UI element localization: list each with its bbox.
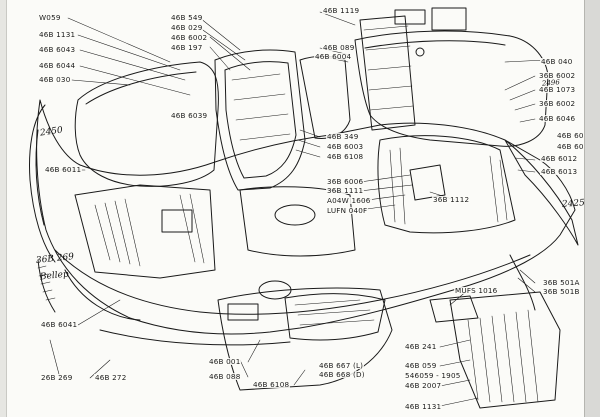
rear-window-frame xyxy=(359,15,416,131)
cockpit-hatch xyxy=(389,147,508,225)
label-46b6041: 46B 6041 xyxy=(40,320,79,329)
body-lower-sill xyxy=(54,249,531,315)
label-46b6047: 46B 6047 xyxy=(556,142,595,151)
label-46b6003: 46B 6003 xyxy=(326,142,365,151)
label-46b272: 46B 272 xyxy=(94,373,128,382)
rear-window-hatch xyxy=(363,25,414,111)
label-lufn040f: LUFN 040F xyxy=(326,206,369,215)
label-36b501a: 36B 501A xyxy=(542,278,581,287)
scan-frame-left xyxy=(0,0,7,417)
roof-panel xyxy=(354,30,549,147)
rear-quarter-body xyxy=(449,291,561,409)
label-26b269: 26B 269 xyxy=(40,373,74,382)
bonnet-panel xyxy=(74,61,219,187)
roof-grommet xyxy=(415,47,425,57)
door-glass-pane xyxy=(227,303,259,321)
label-46b668: 46B 668 (D) xyxy=(318,370,366,379)
label-46b059: 46B 059 xyxy=(404,361,438,370)
tail-strip xyxy=(504,139,579,246)
label-46b6012: 46B 6012 xyxy=(540,154,579,163)
front-grille xyxy=(37,259,56,313)
door-window xyxy=(284,293,386,341)
label-46b197: 46B 197 xyxy=(170,43,204,52)
label-46b6039: 46B 6039 xyxy=(170,111,209,120)
label-46b1119: 46B 1119 xyxy=(322,6,361,15)
label-46b6043: 46B 6043 xyxy=(38,45,77,54)
label-46b2007: 46B 2007 xyxy=(404,381,443,390)
label-46b6108-b: 46B 6108 xyxy=(252,380,291,389)
side-window xyxy=(299,55,351,139)
roof-inner-line xyxy=(364,40,506,49)
label-46b6045: 46B 6045 xyxy=(556,131,595,140)
label-w059: W059 xyxy=(38,13,62,22)
scan-frame-right xyxy=(584,0,600,417)
tunnel-hole xyxy=(274,204,316,226)
label-36b1111: 36B 1111 xyxy=(326,186,365,195)
bonnet-edge xyxy=(85,71,197,105)
label-46b088: 46B 088 xyxy=(208,372,242,381)
label-36b6006: 36B 6006 xyxy=(326,177,365,186)
body-rocker xyxy=(99,329,291,346)
windscreen-inner xyxy=(224,61,297,179)
label-46b030: 46B 030 xyxy=(38,75,72,84)
front-grille-hatch xyxy=(37,265,56,301)
engine-bay-hatch xyxy=(94,193,205,267)
label-36b6002-b: 36B 6002 xyxy=(538,99,577,108)
label-a04w1606: A04W 1606 xyxy=(326,196,372,205)
label-46b6004: 46B 6004 xyxy=(314,52,353,61)
engine-bay xyxy=(74,184,216,279)
seat-shape xyxy=(409,164,446,201)
handwritten-2425: 2425 xyxy=(561,198,586,210)
label-46b089: 46B 089 xyxy=(322,43,356,52)
label-46b001: 46B 001 xyxy=(208,357,242,366)
engine-bay-box xyxy=(161,209,193,233)
label-46b029: 46B 029 xyxy=(170,23,204,32)
label-46b349: 46B 349 xyxy=(326,132,360,141)
label-46b6011: 46B 6011 xyxy=(44,165,83,174)
roof-latch-a xyxy=(394,9,426,25)
label-46b667: 46B 667 (L) xyxy=(318,361,365,370)
label-46b549: 46B 549 xyxy=(170,13,204,22)
label-46b1131-bottom: 46B 1131 xyxy=(404,402,443,411)
leader-lines xyxy=(49,11,546,407)
roof-latch-b xyxy=(431,7,467,31)
label-46b6108: 46B 6108 xyxy=(326,152,365,161)
front-wheel-arch xyxy=(64,269,141,321)
label-46b040: 46B 040 xyxy=(540,57,574,66)
rear-wheel-arch xyxy=(509,254,536,311)
front-bumper-strip xyxy=(35,129,45,226)
rear-quarter-hatch xyxy=(467,309,539,403)
rear-exhaust-cone xyxy=(258,280,292,300)
label-46b6002: 46B 6002 xyxy=(170,33,209,42)
label-36b1112: 36B 1112 xyxy=(432,195,471,204)
label-46b1073: 46B 1073 xyxy=(538,85,577,94)
label-46b1131-top: 46B 1131 xyxy=(38,30,77,39)
door-panel xyxy=(217,287,393,391)
label-46b6044: 46B 6044 xyxy=(38,61,77,70)
windscreen-hatch xyxy=(231,73,291,141)
label-36b6002-a: 36B 6002 xyxy=(538,71,577,80)
label-546059: 546059 - 1905 xyxy=(404,371,462,380)
label-46b241: 46B 241 xyxy=(404,342,438,351)
handwritten-2496: 2496 xyxy=(541,78,561,88)
label-46b6013: 46B 6013 xyxy=(540,167,579,176)
fuel-tank-lid xyxy=(429,295,479,323)
body-shell xyxy=(36,99,576,335)
cockpit-tub xyxy=(377,135,516,234)
windscreen-frame xyxy=(214,49,306,191)
front-nose xyxy=(29,104,56,263)
label-46b6046: 46B 6046 xyxy=(538,114,577,123)
door-window-hatch xyxy=(294,299,375,326)
transmission-tunnel xyxy=(239,186,356,257)
label-mufs1016: MUFS 1016 xyxy=(454,286,499,295)
label-36b501b: 36B 501B xyxy=(542,287,581,296)
